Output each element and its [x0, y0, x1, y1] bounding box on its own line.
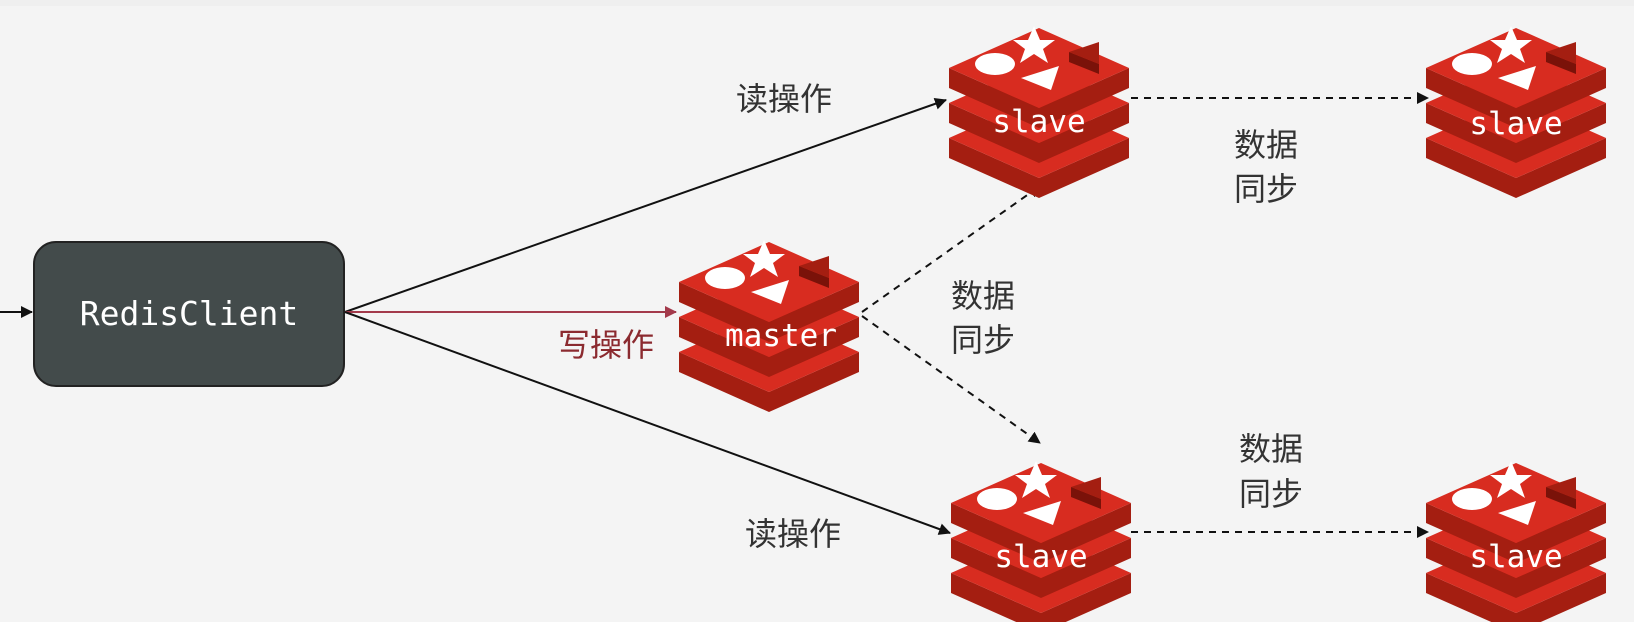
slave-node-top-right: slave — [1426, 26, 1606, 198]
write-label: 写操作 — [558, 326, 654, 364]
master-node: master — [679, 240, 859, 412]
sync-label-center-line2: 同步 — [951, 321, 1015, 359]
read-label-top: 读操作 — [736, 80, 832, 118]
sync-label-top-line1: 数据 — [1234, 126, 1298, 164]
sync-label-center-line1: 数据 — [951, 277, 1015, 315]
slave-label-bottom: slave — [994, 539, 1087, 575]
slave-label-top-right: slave — [1469, 106, 1562, 142]
slave-node-bottom-right: slave — [1426, 461, 1606, 622]
read-arrow-top — [344, 98, 947, 313]
slave-label-bottom-right: slave — [1469, 539, 1562, 575]
slave-label-top: slave — [992, 104, 1085, 140]
slave-node-bottom: slave — [951, 461, 1131, 622]
sync-label-bottom-line2: 同步 — [1239, 475, 1303, 513]
master-label: master — [725, 318, 837, 354]
read-label-bottom: 读操作 — [745, 515, 841, 553]
redis-client-node: RedisClient — [33, 241, 345, 387]
sync-arrow-master-to-top — [861, 185, 1041, 313]
redis-client-label: RedisClient — [80, 294, 299, 333]
sync-label-bottom-line1: 数据 — [1239, 430, 1303, 468]
sync-arrow-master-to-bottom — [861, 315, 1041, 444]
read-arrow-bottom — [344, 311, 951, 535]
slave-node-top: slave — [949, 26, 1129, 198]
sync-label-top-line2: 同步 — [1234, 170, 1298, 208]
